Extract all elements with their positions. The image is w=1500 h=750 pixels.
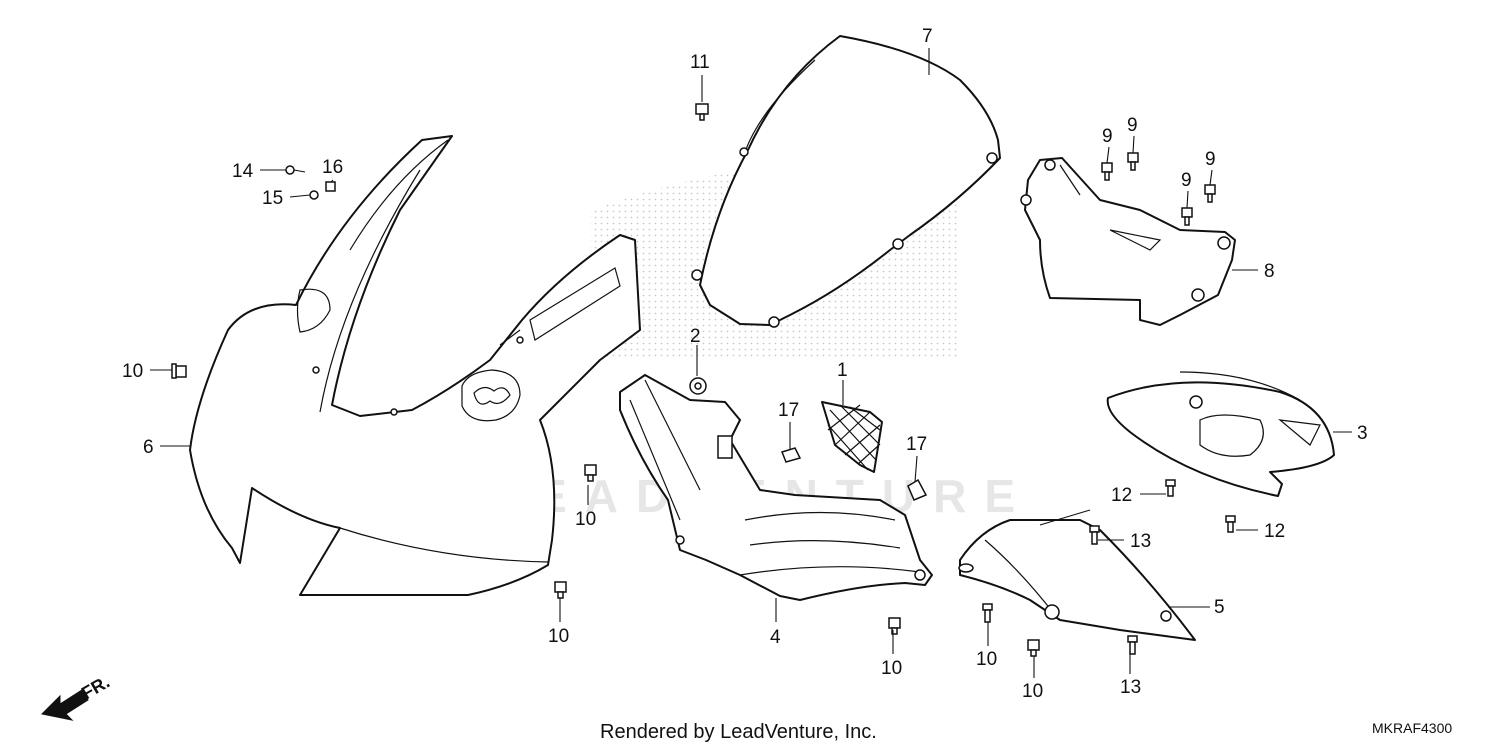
screw-14[interactable]	[285, 165, 306, 175]
part-inner-panel[interactable]	[1020, 157, 1236, 326]
callout-16: 16	[322, 157, 343, 178]
callout-13-a: 13	[1130, 531, 1151, 552]
clip-17-right[interactable]	[907, 478, 928, 501]
bolt-9-b[interactable]	[1127, 152, 1139, 171]
washer-15[interactable]	[309, 190, 319, 200]
callout-12-a: 12	[1111, 485, 1132, 506]
screw-12-a[interactable]	[1165, 479, 1176, 497]
callout-1: 1	[837, 360, 848, 381]
callout-10-e: 10	[976, 649, 997, 670]
nut-16[interactable]	[325, 181, 336, 192]
callout-9-c: 9	[1181, 170, 1192, 191]
callout-9-d: 9	[1205, 149, 1216, 170]
part-inner-fairing[interactable]	[619, 374, 933, 601]
bolt-10-c[interactable]	[554, 581, 567, 599]
leader-lines	[150, 48, 1352, 678]
callout-9-b: 9	[1127, 115, 1138, 136]
bolt-9-d[interactable]	[1204, 184, 1216, 203]
bolt-10-a[interactable]	[171, 363, 187, 379]
callout-10-c: 10	[548, 626, 569, 647]
callout-10-f: 10	[1022, 681, 1043, 702]
callout-12-b: 12	[1264, 521, 1285, 542]
screw-13-a[interactable]	[1089, 525, 1100, 545]
bolt-10-d[interactable]	[888, 617, 901, 635]
callout-17-b: 17	[906, 434, 927, 455]
bolt-9-a[interactable]	[1101, 162, 1113, 181]
screw-13-b[interactable]	[1127, 635, 1138, 655]
callout-labels: 1 2 3 4 5 6 7 8 9 9 9 9 10 10 10 10 10 1…	[122, 26, 1368, 702]
screw-10-e[interactable]	[982, 603, 993, 623]
front-direction-indicator: FR.	[40, 672, 113, 721]
callout-3: 3	[1357, 423, 1368, 444]
front-arrow-icon	[40, 689, 89, 721]
callout-10-a: 10	[122, 361, 143, 382]
bolt-10-f[interactable]	[1027, 639, 1040, 657]
callout-4: 4	[770, 627, 781, 648]
callout-2: 2	[690, 326, 701, 347]
callout-15: 15	[262, 188, 283, 209]
part-meter-cover[interactable]	[1106, 371, 1335, 497]
callout-5: 5	[1214, 597, 1225, 618]
callout-10-b: 10	[575, 509, 596, 530]
clip-17-left[interactable]	[781, 447, 802, 463]
bolt-9-c[interactable]	[1181, 207, 1193, 226]
callout-6: 6	[143, 437, 154, 458]
callout-7: 7	[922, 26, 933, 47]
callout-9-a: 9	[1102, 126, 1113, 147]
diagram-code: MKRAF4300	[1372, 720, 1452, 736]
hardware	[171, 103, 1236, 657]
bolt-10-b[interactable]	[584, 464, 597, 482]
callout-14: 14	[232, 161, 254, 182]
screw-12-b[interactable]	[1225, 515, 1236, 533]
callout-11: 11	[690, 52, 710, 73]
part-mesh-grille[interactable]	[821, 401, 883, 473]
callout-13-b: 13	[1120, 677, 1141, 698]
part-upper-cowl[interactable]	[189, 135, 641, 596]
callout-17-a: 17	[778, 400, 799, 421]
part-side-cover[interactable]	[958, 519, 1196, 641]
callout-8: 8	[1264, 261, 1275, 282]
footer-credit: Rendered by LeadVenture, Inc.	[600, 721, 877, 743]
callout-10-d: 10	[881, 658, 902, 679]
part-windscreen[interactable]	[691, 35, 1001, 328]
grommet-2[interactable]	[689, 377, 707, 395]
bolt-11[interactable]	[695, 103, 709, 121]
